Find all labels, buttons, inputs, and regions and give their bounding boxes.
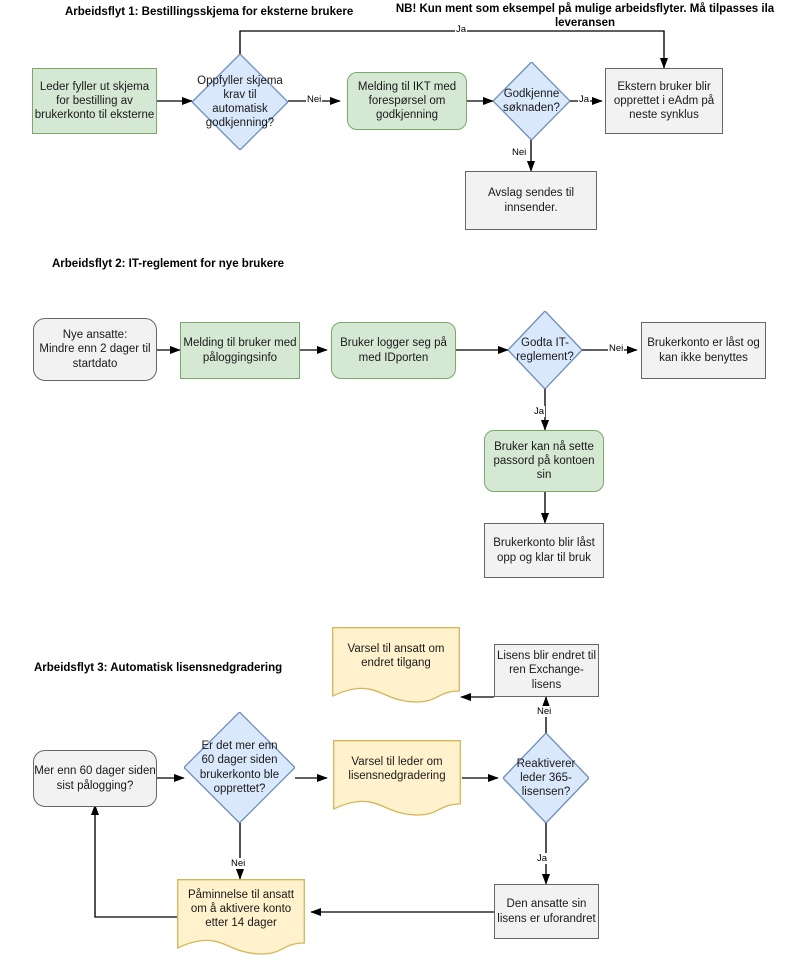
node-label: Ekstern bruker blir opprettet i eAdm på … (613, 80, 715, 121)
edge-label-nei-2: Nei (511, 147, 528, 158)
node-label: Godkjenne søknaden? (503, 87, 560, 114)
diamond-shape (493, 62, 570, 140)
document-shape (333, 740, 461, 816)
node-label: Godta IT-reglement? (516, 336, 574, 363)
node-paminnelse-ansatt[interactable]: Påminnelse til ansatt om å aktivere kont… (177, 879, 305, 955)
diamond-shape (508, 311, 582, 389)
edge-label-w3-ja: Ja (536, 853, 549, 864)
edge-label-w3-nei-left: Nei (230, 858, 247, 869)
node-label: Er det mer enn 60 dager siden brukerkont… (199, 740, 280, 795)
edge-label-w2-ja: Ja (533, 406, 546, 417)
node-label: Melding til bruker med påloggingsinfo (183, 337, 297, 364)
node-label: Bruker logger seg på med IDporten (340, 337, 447, 364)
diamond-shape (184, 712, 295, 823)
node-label: Nye ansatte: Mindre enn 2 dager til star… (39, 329, 151, 370)
node-bruker-logger-inn[interactable]: Bruker logger seg på med IDporten (331, 322, 456, 379)
node-label: Påminnelse til ansatt om å aktivere kont… (187, 888, 295, 929)
node-label: Bruker kan nå sette passord på kontoen s… (493, 440, 595, 481)
disclaimer-note: NB! Kun ment som eksempel på mulige arbe… (395, 3, 775, 30)
edge-label-w2-nei: Nei (608, 343, 625, 354)
document-shape (332, 627, 460, 703)
node-label: Reaktiverer leder 365-lisensen? (516, 757, 576, 798)
node-label: Avslag sendes til innsender. (487, 187, 575, 214)
node-label: Mer enn 60 dager siden sist pålogging? (34, 765, 156, 792)
node-melding-til-bruker[interactable]: Melding til bruker med påloggingsinfo (180, 322, 300, 379)
node-brukerkonto-last[interactable]: Brukerkonto er låst og kan ikke benyttes (641, 322, 766, 379)
node-melding-til-ikt[interactable]: Melding til IKT med forespørsel om godkj… (347, 72, 467, 130)
edge-label-ja-2: Ja (578, 94, 591, 105)
node-mer-enn-60-dager[interactable]: Mer enn 60 dager siden sist pålogging? (33, 750, 157, 807)
node-label: Melding til IKT med forespørsel om godkj… (357, 80, 457, 121)
node-label: Oppfyller skjema krav til automatisk god… (197, 74, 283, 130)
node-label: Lisens blir endret til ren Exchange-lise… (496, 650, 597, 691)
node-leder-fyller-ut-skjema[interactable]: Leder fyller ut skjema for bestilling av… (32, 68, 157, 134)
node-lisens-uforandret[interactable]: Den ansatte sin lisens er uforandret (494, 884, 599, 939)
node-label: Den ansatte sin lisens er uforandret (497, 898, 596, 925)
node-brukerkonto-last-opp[interactable]: Brukerkonto blir låst opp og klar til br… (484, 523, 604, 578)
edge-label-w3-nei-right: Nei (536, 706, 553, 717)
node-label: Varsel til ansatt om endret tilgang (347, 642, 445, 669)
node-varsel-ansatt-endret-tilgang[interactable]: Varsel til ansatt om endret tilgang (332, 627, 460, 703)
node-avslag-sendes[interactable]: Avslag sendes til innsender. (465, 171, 597, 230)
document-shape (177, 879, 305, 955)
node-ekstern-bruker-opprettet[interactable]: Ekstern bruker blir opprettet i eAdm på … (605, 68, 723, 134)
node-varsel-leder-lisensnedgradering[interactable]: Varsel til leder om lisensnedgradering (333, 740, 461, 816)
workflow-3-title: Arbeidsflyt 3: Automatisk lisensnedgrade… (34, 662, 283, 674)
node-reaktiverer-leder-365[interactable]: Reaktiverer leder 365-lisensen? (503, 733, 589, 823)
node-godta-it-reglement[interactable]: Godta IT-reglement? (508, 311, 582, 389)
node-label: Brukerkonto er låst og kan ikke benyttes (647, 337, 760, 364)
node-label: Varsel til leder om lisensnedgradering (348, 755, 446, 782)
node-label: Brukerkonto blir låst opp og klar til br… (493, 537, 595, 564)
workflow-1-title: Arbeidsflyt 1: Bestillingsskjema for eks… (65, 6, 354, 18)
workflow-2-title: Arbeidsflyt 2: IT-reglement for nye bruk… (52, 258, 284, 270)
node-oppfyller-skjema-krav[interactable]: Oppfyller skjema krav til automatisk god… (192, 54, 288, 150)
node-lisens-endret-exchange[interactable]: Lisens blir endret til ren Exchange-lise… (494, 644, 599, 697)
node-bruker-setter-passord[interactable]: Bruker kan nå sette passord på kontoen s… (484, 430, 604, 492)
node-label: Leder fyller ut skjema for bestilling av… (34, 80, 155, 121)
node-godkjenne-soknaden[interactable]: Godkjenne søknaden? (493, 62, 570, 140)
diamond-shape (192, 54, 288, 150)
edge-label-nei-1: Nei (306, 94, 323, 105)
node-nye-ansatte[interactable]: Nye ansatte: Mindre enn 2 dager til star… (33, 318, 157, 381)
node-er-det-mer-enn-60-dager[interactable]: Er det mer enn 60 dager siden brukerkont… (184, 712, 295, 823)
edge-label-ja-top: Ja (455, 24, 468, 35)
